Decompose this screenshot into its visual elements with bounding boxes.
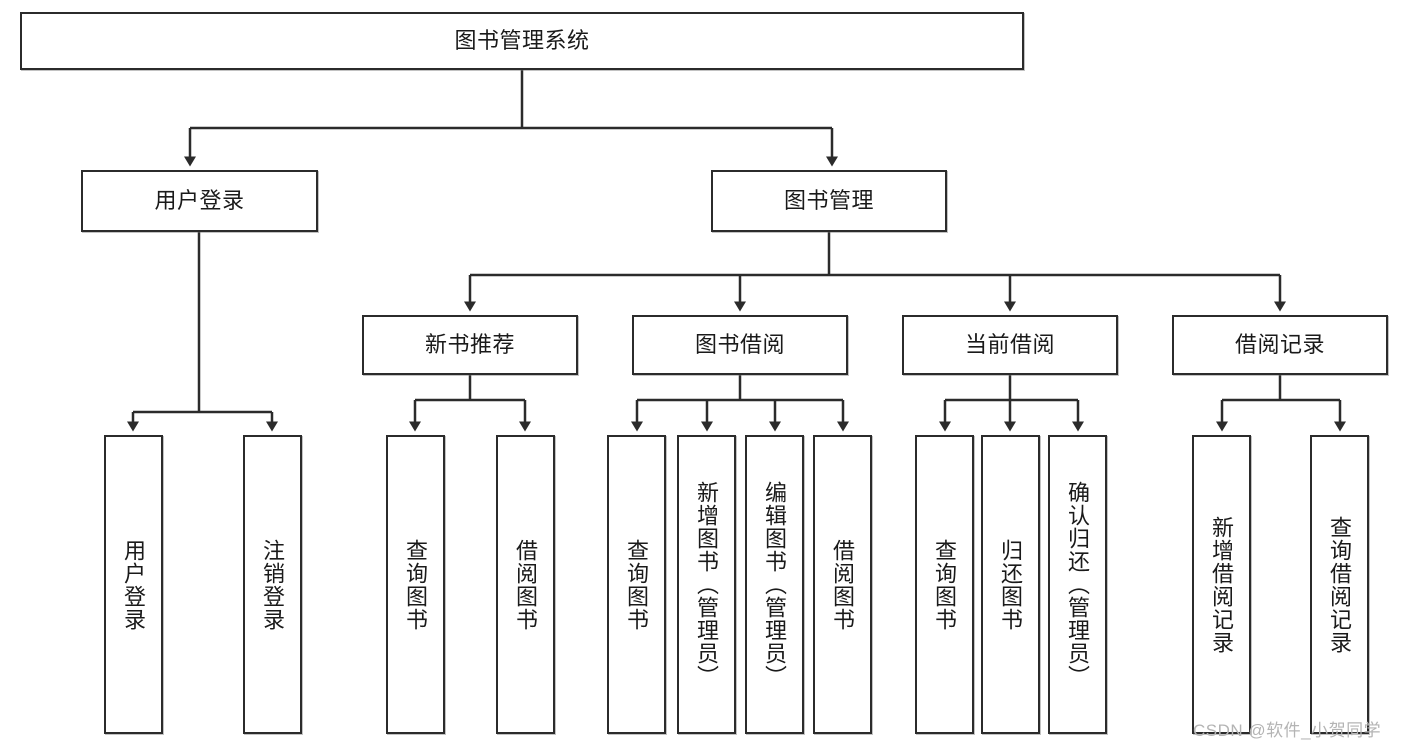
node-leaf-query-book-bb-label: 查询图书 (624, 538, 650, 631)
connector-group-book-manage (464, 232, 1286, 312)
csdn-watermark: CSDN @软件_小贺同学 (1193, 716, 1381, 741)
node-new-book-recommend-label: 新书推荐 (424, 331, 515, 357)
node-leaf-logout[interactable]: 注销登录 (243, 435, 302, 734)
node-leaf-query-book-bb[interactable]: 查询图书 (607, 435, 666, 734)
connector-group-new-book (409, 375, 531, 432)
connector-group-current-borrow (939, 375, 1084, 432)
node-leaf-confirm-return-admin-label: 确认归还（管理员） (1065, 481, 1091, 688)
node-root-label: 图书管理系统 (454, 27, 590, 53)
node-leaf-confirm-return-admin[interactable]: 确认归还（管理员） (1048, 435, 1107, 734)
connector-group-root (184, 70, 838, 167)
node-leaf-return-book[interactable]: 归还图书 (981, 435, 1040, 734)
node-leaf-query-borrow-record[interactable]: 查询借阅记录 (1310, 435, 1369, 734)
node-book-management[interactable]: 图书管理 (711, 170, 947, 232)
node-leaf-borrow-book-bb[interactable]: 借阅图书 (813, 435, 872, 734)
node-leaf-query-book-nb[interactable]: 查询图书 (386, 435, 445, 734)
node-leaf-add-book-admin-label: 新增图书（管理员） (694, 481, 720, 688)
node-leaf-query-book-cb-label: 查询图书 (932, 538, 958, 631)
node-leaf-add-borrow-record-label: 新增借阅记录 (1209, 515, 1235, 654)
node-new-book-recommend[interactable]: 新书推荐 (362, 315, 578, 375)
connector-group-book-borrow (631, 375, 849, 432)
node-leaf-return-book-label: 归还图书 (998, 538, 1024, 631)
node-leaf-user-login-label: 用户登录 (121, 538, 147, 631)
node-borrow-record[interactable]: 借阅记录 (1172, 315, 1388, 375)
node-user-login[interactable]: 用户登录 (81, 170, 318, 232)
csdn-watermark-text: CSDN @软件_小贺同学 (1193, 721, 1382, 740)
node-leaf-borrow-book-nb[interactable]: 借阅图书 (496, 435, 555, 734)
node-leaf-add-borrow-record[interactable]: 新增借阅记录 (1192, 435, 1251, 734)
node-leaf-query-book-nb-label: 查询图书 (403, 538, 429, 631)
node-leaf-edit-book-admin-label: 编辑图书（管理员） (762, 481, 788, 688)
node-leaf-borrow-book-nb-label: 借阅图书 (513, 538, 539, 631)
node-current-borrow[interactable]: 当前借阅 (902, 315, 1118, 375)
node-leaf-add-book-admin[interactable]: 新增图书（管理员） (677, 435, 736, 734)
node-book-borrow[interactable]: 图书借阅 (632, 315, 848, 375)
node-borrow-record-label: 借阅记录 (1234, 331, 1325, 357)
node-leaf-edit-book-admin[interactable]: 编辑图书（管理员） (745, 435, 804, 734)
node-current-borrow-label: 当前借阅 (964, 331, 1055, 357)
node-leaf-logout-label: 注销登录 (260, 538, 286, 631)
node-book-management-label: 图书管理 (783, 187, 874, 213)
node-leaf-query-book-cb[interactable]: 查询图书 (915, 435, 974, 734)
node-leaf-query-borrow-record-label: 查询借阅记录 (1327, 515, 1353, 654)
node-leaf-borrow-book-bb-label: 借阅图书 (830, 538, 856, 631)
connector-group-user-login (127, 232, 278, 432)
node-root[interactable]: 图书管理系统 (20, 12, 1024, 70)
connector-group-borrow-record (1216, 375, 1346, 432)
node-user-login-label: 用户登录 (154, 187, 245, 213)
node-book-borrow-label: 图书借阅 (694, 331, 785, 357)
node-leaf-user-login[interactable]: 用户登录 (104, 435, 163, 734)
